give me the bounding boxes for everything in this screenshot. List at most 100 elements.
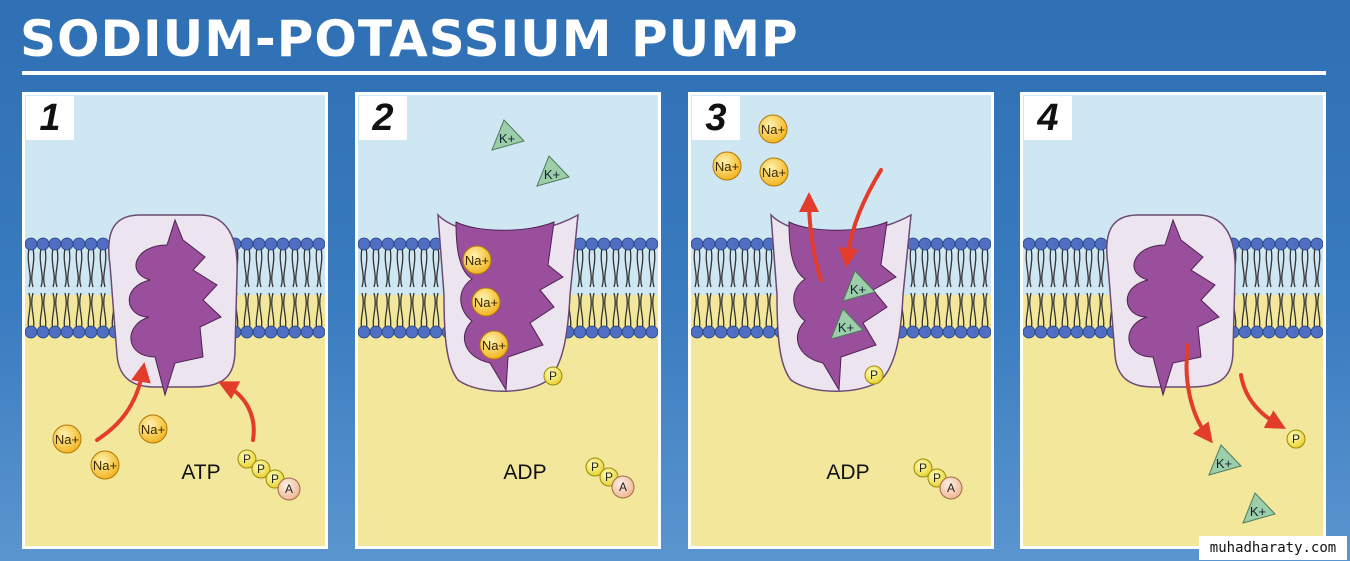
sodium-ion: Na+ bbox=[462, 245, 492, 275]
phosphate-label: P bbox=[549, 369, 557, 383]
lipid-head bbox=[312, 325, 325, 339]
title-underline bbox=[22, 71, 1326, 75]
lipid-head bbox=[762, 325, 776, 339]
lipid-head bbox=[738, 325, 752, 339]
phosphate-group bbox=[585, 457, 605, 477]
lipid-head bbox=[96, 325, 110, 339]
molecule-part-label: P bbox=[271, 472, 279, 486]
lipid-head bbox=[585, 325, 599, 339]
lipid-head bbox=[597, 325, 611, 339]
lipid-head bbox=[393, 325, 407, 339]
lipid-head bbox=[1082, 237, 1096, 251]
lipid-head bbox=[1058, 325, 1072, 339]
molecule-part-label: P bbox=[257, 462, 265, 476]
molecule-label: ADP bbox=[826, 461, 869, 484]
molecule-part-label: P bbox=[933, 471, 941, 485]
lipid-head bbox=[738, 237, 752, 251]
pump-channel bbox=[128, 218, 222, 397]
lipid-head bbox=[726, 237, 740, 251]
lipid-head bbox=[954, 237, 968, 251]
lipid-head bbox=[417, 325, 431, 339]
ion-label: Na+ bbox=[474, 295, 498, 310]
lipid-head bbox=[726, 325, 740, 339]
molecule-part-label: P bbox=[591, 460, 599, 474]
lipid-head bbox=[84, 325, 98, 339]
lipid-head bbox=[918, 325, 932, 339]
lipid-head bbox=[714, 237, 728, 251]
sodium-ion: Na+ bbox=[138, 414, 168, 444]
lipid-head bbox=[358, 325, 371, 339]
sodium-ion: Na+ bbox=[479, 330, 509, 360]
lipid-head bbox=[300, 237, 314, 251]
lipid-head bbox=[1298, 325, 1312, 339]
lipid-head bbox=[240, 325, 254, 339]
lipid-head bbox=[645, 237, 658, 251]
lipid-head bbox=[906, 325, 920, 339]
adenosine-molecule bbox=[939, 476, 963, 500]
lipid-head bbox=[1286, 325, 1300, 339]
lipid-head bbox=[405, 237, 419, 251]
ion-label: Na+ bbox=[55, 432, 79, 447]
ion-label: K+ bbox=[1250, 504, 1266, 519]
lipid-head bbox=[1070, 325, 1084, 339]
sodium-ion: Na+ bbox=[759, 157, 789, 187]
lipid-head bbox=[1262, 237, 1276, 251]
adenosine-molecule bbox=[277, 477, 301, 501]
sodium-ion: Na+ bbox=[471, 287, 501, 317]
lipid-head bbox=[1250, 325, 1264, 339]
lipid-head bbox=[60, 237, 74, 251]
molecule-part-label: P bbox=[919, 461, 927, 475]
lipid-head bbox=[1298, 237, 1312, 251]
sodium-ion: Na+ bbox=[52, 424, 82, 454]
lipid-head bbox=[300, 325, 314, 339]
lipid-head bbox=[691, 237, 704, 251]
lipid-head bbox=[96, 237, 110, 251]
movement-arrow bbox=[95, 362, 151, 442]
lipid-head bbox=[1034, 325, 1048, 339]
lipid-head bbox=[393, 237, 407, 251]
ion-label: Na+ bbox=[465, 253, 489, 268]
lipid-head bbox=[358, 237, 371, 251]
lipid-head bbox=[36, 237, 50, 251]
released-phosphate: P bbox=[1286, 429, 1306, 449]
phosphate-group bbox=[251, 459, 271, 479]
step-number: 4 bbox=[1024, 96, 1072, 140]
lipid-head bbox=[942, 325, 956, 339]
lipid-head bbox=[930, 325, 944, 339]
lipid-head bbox=[1238, 237, 1252, 251]
lipid-head bbox=[1262, 325, 1276, 339]
lipid-head bbox=[288, 237, 302, 251]
lipid-head bbox=[1310, 325, 1323, 339]
lipid-head bbox=[1238, 325, 1252, 339]
phosphate-group bbox=[913, 458, 933, 478]
lipid-head bbox=[918, 237, 932, 251]
lipid-head bbox=[942, 237, 956, 251]
lipid-head bbox=[369, 237, 383, 251]
lipid-head bbox=[72, 237, 86, 251]
lipid-head bbox=[691, 325, 704, 339]
step-number: 1 bbox=[26, 96, 74, 140]
lipid-head bbox=[381, 325, 395, 339]
lipid-head bbox=[714, 325, 728, 339]
lipid-head bbox=[240, 237, 254, 251]
potassium-ion: K+ bbox=[830, 308, 864, 340]
pump-channel bbox=[1126, 218, 1220, 397]
lipid-head bbox=[60, 325, 74, 339]
lipid-head bbox=[573, 325, 587, 339]
potassium-ion: K+ bbox=[491, 119, 525, 151]
sodium-ion: Na+ bbox=[90, 450, 120, 480]
lipid-head bbox=[25, 325, 38, 339]
sodium-ion: Na+ bbox=[712, 151, 742, 181]
lipid-head bbox=[264, 325, 278, 339]
ion-label: K+ bbox=[838, 320, 854, 335]
movement-arrow bbox=[799, 192, 823, 282]
lipid-head bbox=[264, 237, 278, 251]
sodium-potassium-pump-protein bbox=[1106, 214, 1236, 397]
watermark: muhadharaty.com bbox=[1199, 536, 1347, 560]
lipid-head bbox=[417, 237, 431, 251]
lipid-head bbox=[633, 325, 647, 339]
lipid-head bbox=[966, 325, 980, 339]
